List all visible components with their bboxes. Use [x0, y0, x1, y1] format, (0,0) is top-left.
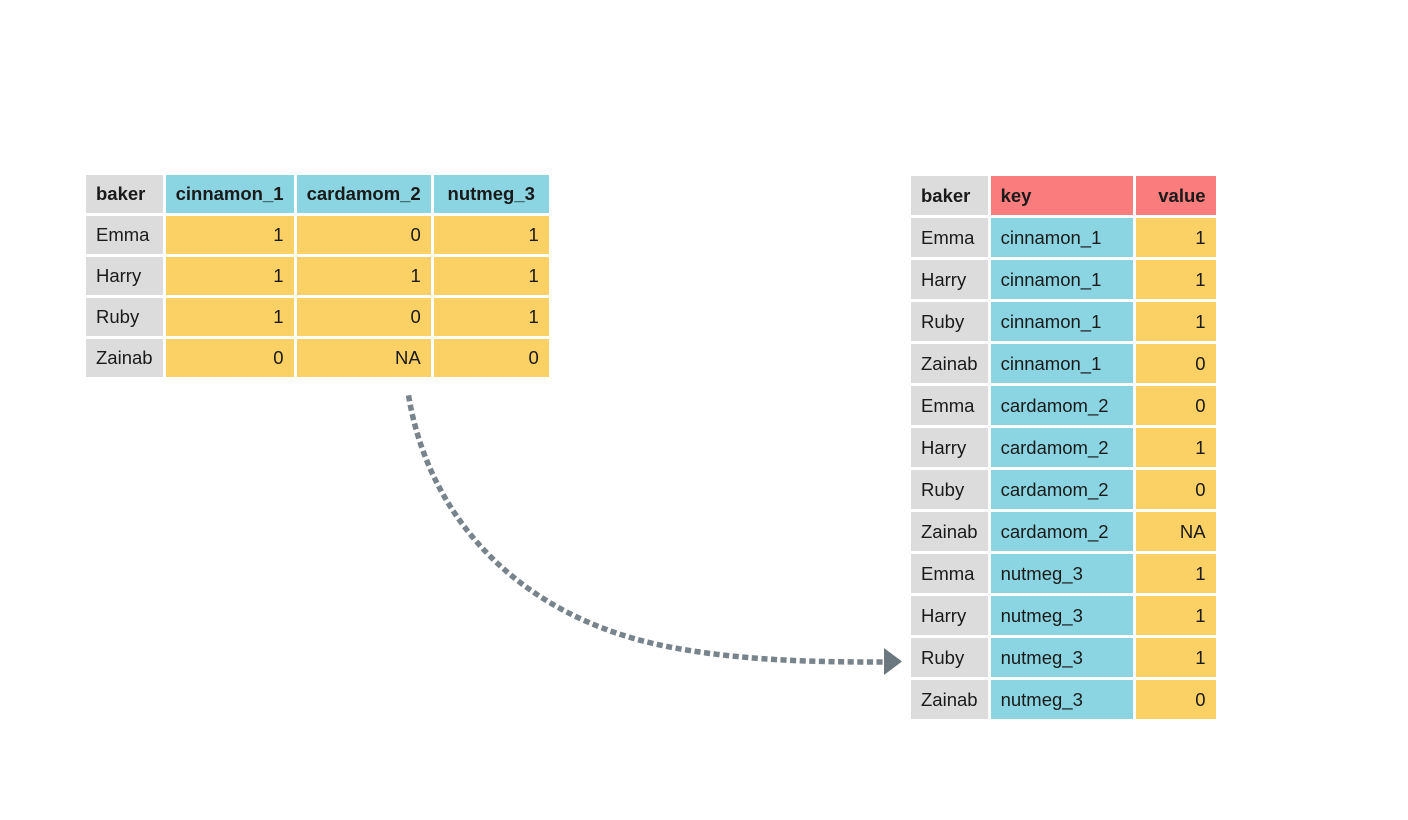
wide-cell-baker: Harry	[86, 257, 163, 295]
long-cell-key: nutmeg_3	[990, 680, 1133, 719]
long-cell-baker: Zainab	[911, 512, 988, 551]
wide-cell-nutmeg-3: 1	[433, 216, 549, 254]
table-row: Zainab 0 NA 0	[86, 339, 549, 377]
long-cell-baker: Harry	[911, 260, 988, 299]
table-row: Emma cinnamon_1 1	[911, 218, 1216, 257]
long-cell-baker: Harry	[911, 428, 988, 467]
table-row: Ruby cinnamon_1 1	[911, 302, 1216, 341]
table-row: Zainab cinnamon_1 0	[911, 344, 1216, 383]
wide-format-table: baker cinnamon_1 cardamom_2 nutmeg_3 Emm…	[83, 172, 552, 380]
long-cell-key: cardamom_2	[990, 470, 1133, 509]
long-cell-value: NA	[1135, 512, 1216, 551]
long-header-value: value	[1135, 176, 1216, 215]
long-cell-baker: Ruby	[911, 638, 988, 677]
long-cell-value: 0	[1135, 386, 1216, 425]
long-cell-baker: Emma	[911, 386, 988, 425]
long-cell-key: cinnamon_1	[990, 218, 1133, 257]
long-cell-value: 1	[1135, 596, 1216, 635]
long-header-key: key	[990, 176, 1133, 215]
wide-cell-cinnamon-1: 1	[165, 216, 294, 254]
long-cell-key: cinnamon_1	[990, 344, 1133, 383]
wide-header-baker: baker	[86, 175, 163, 213]
long-header-baker: baker	[911, 176, 988, 215]
table-row: Emma cardamom_2 0	[911, 386, 1216, 425]
wide-cell-cinnamon-1: 0	[165, 339, 294, 377]
table-row: Ruby cardamom_2 0	[911, 470, 1216, 509]
table-row: Ruby nutmeg_3 1	[911, 638, 1216, 677]
long-cell-value: 0	[1135, 470, 1216, 509]
table-row: Zainab nutmeg_3 0	[911, 680, 1216, 719]
table-row: Harry 1 1 1	[86, 257, 549, 295]
wide-cell-baker: Emma	[86, 216, 163, 254]
long-cell-key: cinnamon_1	[990, 302, 1133, 341]
table-header-row: baker key value	[911, 176, 1216, 215]
long-cell-baker: Ruby	[911, 470, 988, 509]
wide-header-cardamom-2: cardamom_2	[296, 175, 431, 213]
table-row: Emma nutmeg_3 1	[911, 554, 1216, 593]
long-cell-key: nutmeg_3	[990, 554, 1133, 593]
long-cell-value: 1	[1135, 302, 1216, 341]
long-cell-baker: Zainab	[911, 680, 988, 719]
long-cell-baker: Zainab	[911, 344, 988, 383]
wide-header-nutmeg-3: nutmeg_3	[433, 175, 549, 213]
wide-cell-cardamom-2: 1	[296, 257, 431, 295]
wide-cell-nutmeg-3: 1	[433, 257, 549, 295]
long-cell-value: 1	[1135, 428, 1216, 467]
wide-cell-baker: Ruby	[86, 298, 163, 336]
table-row: Harry cardamom_2 1	[911, 428, 1216, 467]
long-cell-baker: Harry	[911, 596, 988, 635]
long-cell-baker: Emma	[911, 554, 988, 593]
long-cell-value: 1	[1135, 218, 1216, 257]
wide-cell-cardamom-2: NA	[296, 339, 431, 377]
long-cell-key: nutmeg_3	[990, 638, 1133, 677]
long-cell-key: cinnamon_1	[990, 260, 1133, 299]
wide-header-cinnamon-1: cinnamon_1	[165, 175, 294, 213]
wide-cell-cardamom-2: 0	[296, 216, 431, 254]
wide-cell-nutmeg-3: 1	[433, 298, 549, 336]
arrow-head-icon	[884, 648, 902, 675]
wide-cell-cinnamon-1: 1	[165, 257, 294, 295]
long-cell-value: 1	[1135, 638, 1216, 677]
long-cell-key: cardamom_2	[990, 512, 1133, 551]
long-cell-key: cardamom_2	[990, 428, 1133, 467]
table-row: Harry nutmeg_3 1	[911, 596, 1216, 635]
table-header-row: baker cinnamon_1 cardamom_2 nutmeg_3	[86, 175, 549, 213]
long-cell-value: 1	[1135, 260, 1216, 299]
wide-cell-nutmeg-3: 0	[433, 339, 549, 377]
long-cell-value: 0	[1135, 680, 1216, 719]
table-row: Ruby 1 0 1	[86, 298, 549, 336]
wide-cell-cinnamon-1: 1	[165, 298, 294, 336]
long-cell-value: 0	[1135, 344, 1216, 383]
wide-cell-cardamom-2: 0	[296, 298, 431, 336]
wide-cell-baker: Zainab	[86, 339, 163, 377]
long-cell-baker: Emma	[911, 218, 988, 257]
long-cell-value: 1	[1135, 554, 1216, 593]
long-cell-key: cardamom_2	[990, 386, 1133, 425]
table-row: Harry cinnamon_1 1	[911, 260, 1216, 299]
long-format-table: baker key value Emma cinnamon_1 1 Harry …	[908, 173, 1219, 722]
long-cell-baker: Ruby	[911, 302, 988, 341]
table-row: Emma 1 0 1	[86, 216, 549, 254]
arrow-dotted-path	[405, 394, 887, 665]
table-row: Zainab cardamom_2 NA	[911, 512, 1216, 551]
long-cell-key: nutmeg_3	[990, 596, 1133, 635]
